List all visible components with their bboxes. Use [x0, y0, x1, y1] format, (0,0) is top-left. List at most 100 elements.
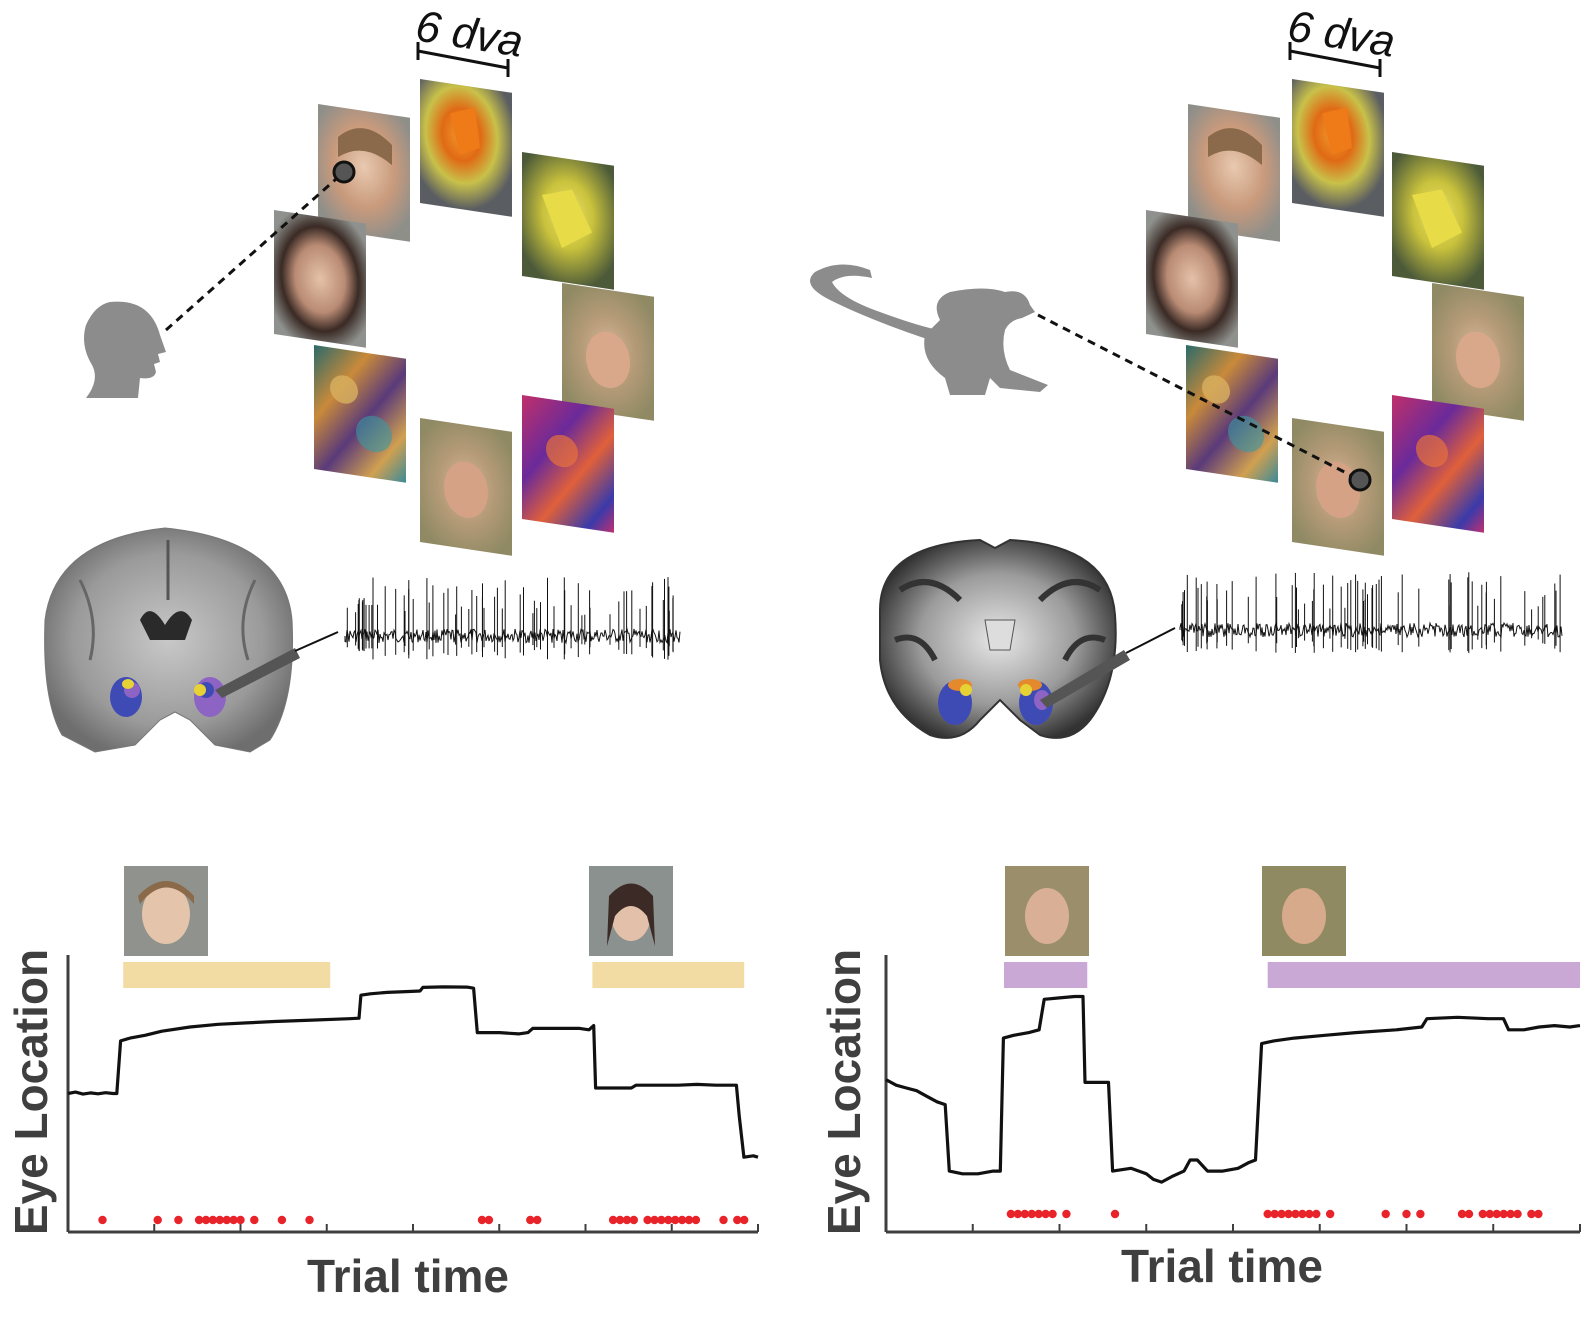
spike-dot [1298, 1209, 1307, 1219]
spike-dot [194, 1215, 204, 1225]
x-axis-label: Trial time [307, 1250, 509, 1302]
stimulus-epoch-bar [123, 962, 331, 988]
spike-dot [1291, 1209, 1300, 1219]
spike-dot [1492, 1209, 1501, 1219]
spike-dot [684, 1215, 694, 1225]
spike-dot [1263, 1209, 1272, 1219]
y-axis-label: Eye Location [5, 949, 57, 1235]
spike-dot [1485, 1209, 1494, 1219]
stimulus-monkey-face-2 [420, 418, 512, 556]
spike-dot [1534, 1209, 1543, 1219]
monkey-brain-coronal-slice [879, 538, 1176, 739]
stimulus-ring-monkey [1146, 79, 1524, 556]
spike-dot [671, 1215, 680, 1225]
spike-dot [1027, 1209, 1036, 1219]
spike-dot [533, 1215, 542, 1225]
spike-dot [664, 1215, 673, 1225]
y-axis-label: Eye Location [818, 949, 870, 1235]
spike-dot [1381, 1209, 1390, 1219]
spike-dot [1416, 1209, 1425, 1219]
spike-dot [1325, 1209, 1335, 1219]
stimulus-ring-human [274, 79, 654, 556]
spike-dot [201, 1215, 211, 1225]
spike-dot [1034, 1209, 1043, 1219]
spike-dot [1464, 1209, 1474, 1219]
spike-dot [250, 1215, 259, 1225]
stimulus-monkey-face [562, 283, 654, 421]
stimulus-epoch-bar [1267, 962, 1580, 988]
gaze-line-human [165, 170, 345, 332]
human-brain-coronal-slice [44, 527, 339, 753]
spike-dot [677, 1215, 687, 1225]
scale-bar-label: 6 dva [412, 1, 526, 66]
spike-dot [740, 1215, 749, 1225]
spike-dot [222, 1215, 231, 1225]
stimulus-flower-yellow [522, 152, 614, 290]
spike-dot [477, 1215, 487, 1225]
spike-dot [174, 1215, 183, 1225]
spike-waveform [344, 577, 681, 660]
spike-dot [608, 1215, 618, 1225]
spike-dot [643, 1215, 652, 1225]
stimulus-monkey-face [1432, 283, 1524, 421]
amygdala-left [938, 679, 972, 725]
stimulus-monkey-face-2 [1292, 418, 1384, 556]
scale-bar-monkey: 6 dva [1284, 1, 1398, 77]
spike-dot [1270, 1209, 1279, 1219]
gaze-point-human [332, 160, 356, 184]
noise-trace [1179, 621, 1563, 639]
spike-dot [277, 1215, 287, 1225]
spike-dot [236, 1215, 245, 1225]
stimulus-flower-orange [420, 79, 512, 217]
spike-dot [153, 1215, 162, 1225]
amygdala-right [194, 677, 226, 717]
stimulus-epoch-bar [1003, 962, 1088, 988]
eye-trace-line [885, 994, 1581, 1184]
spike-dot [215, 1215, 224, 1225]
stimulus-face-female [274, 210, 366, 348]
spike-dot [1041, 1209, 1050, 1219]
epoch-stimulus-face-male [124, 866, 208, 956]
epoch-stimulus-monkey-face-2 [1262, 866, 1346, 956]
spike-dot [1013, 1209, 1023, 1219]
spike-dot [526, 1215, 535, 1225]
spike-dot [1048, 1209, 1057, 1219]
human-task-panel: 6 dva [44, 1, 681, 753]
spike-dot [733, 1215, 742, 1225]
eye-trace-line [67, 985, 759, 1159]
gaze-point-monkey [1348, 468, 1372, 492]
human-head-silhouette-icon [84, 301, 166, 398]
stimulus-face-male [1188, 104, 1280, 242]
stimulus-epoch-bar [592, 962, 745, 988]
spike-waveform [1179, 572, 1563, 654]
spike-dot [615, 1215, 625, 1225]
spike-dot [1506, 1209, 1515, 1219]
spike-dot [484, 1215, 494, 1225]
eye-trace-chart-human: Eye Location Trial time [5, 866, 759, 1302]
spike-dot [650, 1215, 659, 1225]
monkey-task-panel: 6 dva [810, 1, 1563, 739]
stimulus-fractal-2 [1392, 395, 1484, 533]
spike-dot [98, 1215, 107, 1225]
spike-dot [1284, 1209, 1293, 1219]
spike-dot [1312, 1209, 1321, 1219]
spike-dot [208, 1215, 218, 1225]
spike-dot [1478, 1209, 1488, 1219]
gaze-line-monkey [1037, 313, 1361, 482]
spike-dot [229, 1215, 238, 1225]
spike-dot [1020, 1209, 1029, 1219]
spike-dot [1277, 1209, 1286, 1219]
scale-bar-label: 6 dva [1284, 1, 1398, 66]
spike-dot [622, 1215, 632, 1225]
spike-dot [657, 1215, 666, 1225]
amygdala-left [110, 677, 142, 717]
stimulus-fractal-2 [522, 395, 614, 533]
spike-dot [1006, 1209, 1016, 1219]
spike-dot [1457, 1209, 1467, 1219]
spike-dot [691, 1215, 701, 1225]
spike-dot [1062, 1209, 1071, 1219]
monkey-silhouette-icon [810, 264, 1048, 395]
stimulus-flower-orange [1292, 79, 1384, 217]
spike-dot [305, 1215, 314, 1225]
